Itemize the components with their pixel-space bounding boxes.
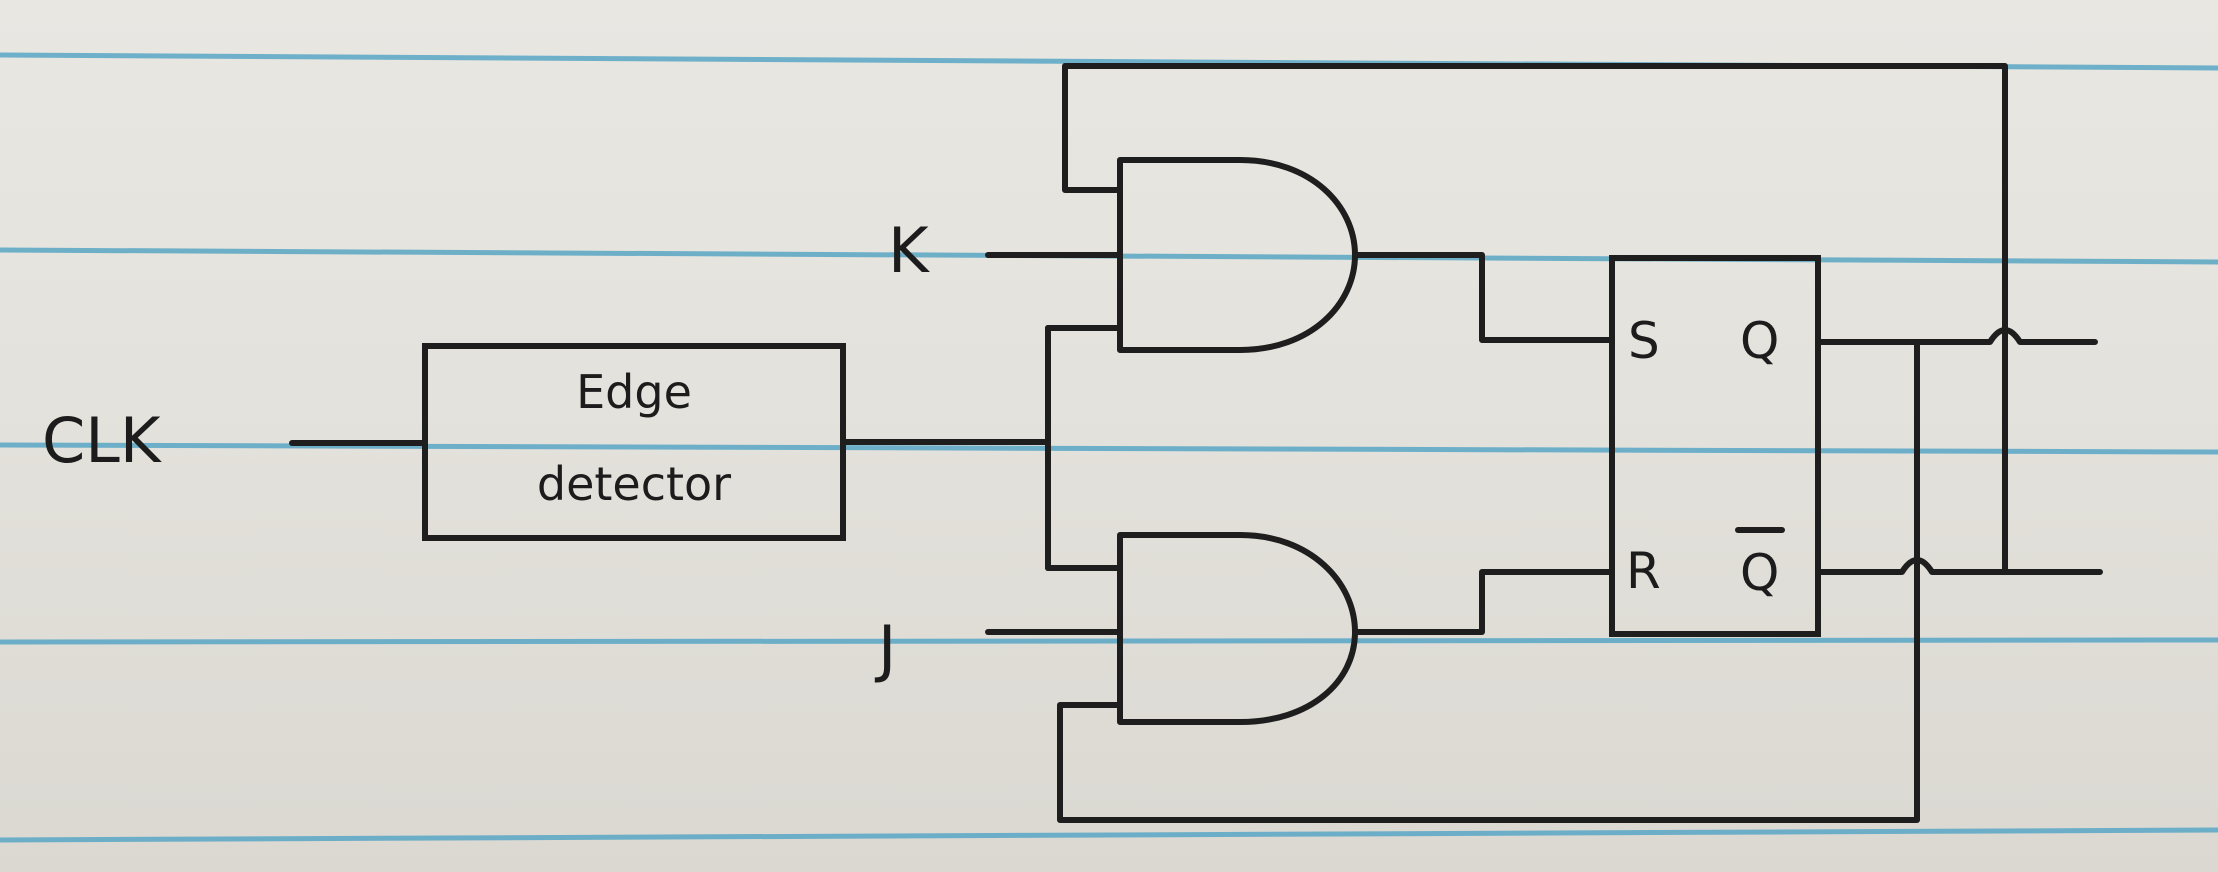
ruled-line	[0, 442, 2218, 455]
q-bar-feedback-wire	[1062, 63, 2008, 575]
top-gate-output-wire	[1352, 252, 1615, 343]
q-feedback-wire	[1057, 339, 1920, 823]
q-bar-output-wire	[1815, 557, 2103, 575]
j-label: J	[874, 612, 896, 685]
edge-detector-label-line1: Edge	[576, 365, 692, 419]
ruled-line	[0, 827, 2218, 843]
ruled-lines	[0, 52, 2218, 843]
ruled-line	[0, 637, 2218, 645]
bottom-gate-output-wire	[1352, 569, 1615, 635]
q-bar-pin-label: Q	[1740, 544, 1779, 602]
q-output-wire	[1815, 327, 2098, 345]
sr-flipflop-box	[1609, 255, 1821, 637]
clk-label: CLK	[42, 404, 162, 477]
edge-detector-label-line2: detector	[537, 457, 731, 511]
r-pin-label: R	[1626, 542, 1661, 600]
bottom-and-gate	[1117, 532, 1358, 725]
s-pin-label: S	[1628, 312, 1660, 370]
k-label: K	[888, 214, 930, 287]
q-pin-label: Q	[1740, 312, 1779, 370]
